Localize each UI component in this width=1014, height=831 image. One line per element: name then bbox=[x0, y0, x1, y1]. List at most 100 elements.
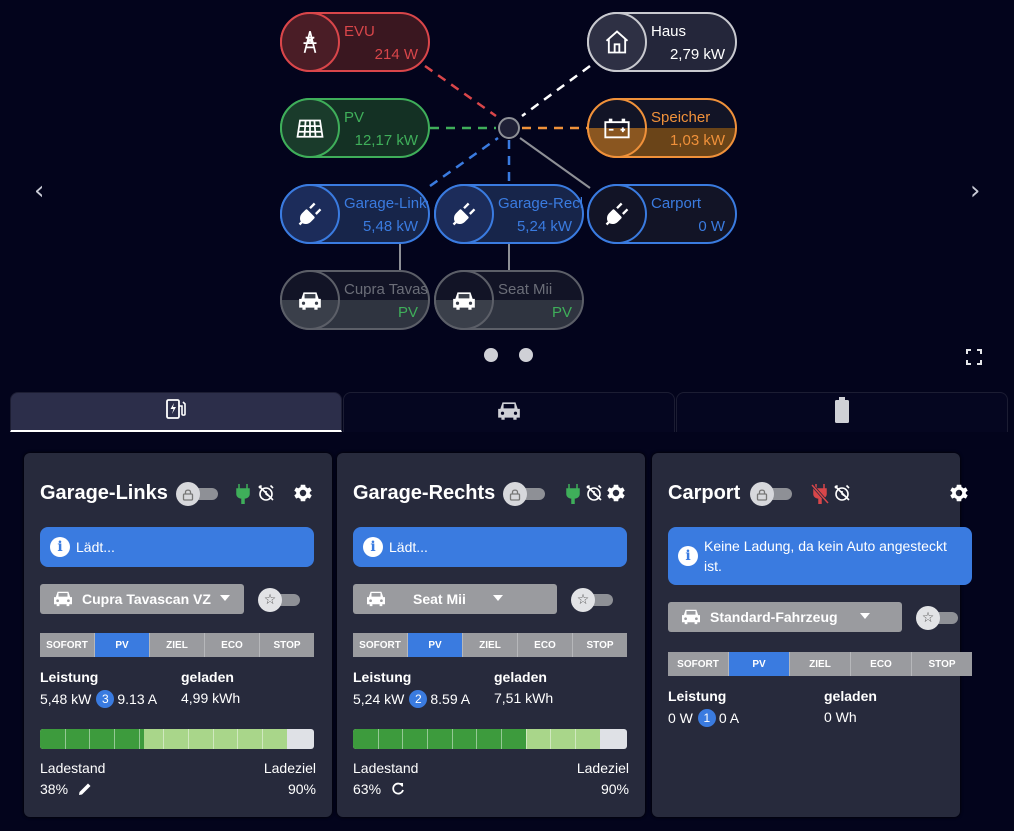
solar-panel-icon bbox=[280, 98, 340, 158]
mode-button-stop[interactable]: STOP bbox=[260, 633, 314, 657]
carousel-prev-arrow-icon[interactable]: ‹ bbox=[34, 176, 45, 206]
carousel-next-arrow-icon[interactable]: › bbox=[970, 176, 981, 206]
favorite-toggle[interactable]: ☆ bbox=[571, 588, 615, 612]
lock-toggle[interactable] bbox=[503, 482, 547, 506]
vehicle-select[interactable]: Cupra Tavascan VZ bbox=[40, 584, 244, 614]
carousel-dot-1[interactable] bbox=[484, 348, 498, 362]
car-icon bbox=[365, 589, 387, 610]
mode-button-sofort[interactable]: SOFORT bbox=[668, 652, 729, 676]
soc-progress-bar bbox=[353, 729, 627, 749]
soc-text: 63% bbox=[353, 781, 382, 797]
mode-button-eco[interactable]: ECO bbox=[851, 652, 912, 676]
power-value: 0 W 1 0 A bbox=[668, 709, 739, 727]
mode-button-eco[interactable]: ECO bbox=[205, 633, 260, 657]
geladen-label: geladen bbox=[181, 669, 234, 685]
refresh-icon[interactable] bbox=[391, 782, 405, 796]
lock-toggle[interactable] bbox=[750, 482, 794, 506]
flow-node-vehicle-cupra[interactable]: Cupra Tavascan VZ PV bbox=[280, 270, 430, 330]
ladeziel-label: Ladeziel bbox=[263, 760, 316, 776]
vehicle-name: Cupra Tavascan VZ bbox=[82, 591, 211, 607]
charged-energy: 7,51 kWh bbox=[494, 690, 554, 706]
status-info-box: i Keine Ladung, da kein Auto angesteckt … bbox=[668, 527, 972, 585]
flow-node-speicher[interactable]: Speicher 1,03 kW bbox=[587, 98, 737, 158]
lock-icon bbox=[503, 482, 527, 506]
flow-node-value: PV bbox=[397, 304, 418, 321]
mode-button-ziel[interactable]: ZIEL bbox=[463, 633, 518, 657]
flow-node-haus[interactable]: Haus 2,79 kW bbox=[587, 12, 737, 72]
target-value: 90% bbox=[287, 781, 316, 797]
bar-segment-divider bbox=[526, 729, 527, 749]
mode-button-pv[interactable]: PV bbox=[95, 633, 150, 657]
charge-mode-selector: SOFORT PV ZIEL ECO STOP bbox=[40, 633, 314, 657]
card-title: Carport bbox=[668, 482, 741, 504]
ev-plug-icon bbox=[280, 184, 340, 244]
flow-node-name: Cupra Tavascan VZ bbox=[344, 281, 428, 298]
mode-button-eco[interactable]: ECO bbox=[518, 633, 573, 657]
ev-plug-icon bbox=[434, 184, 494, 244]
flow-node-garage-links[interactable]: Garage-Links 5,48 kW bbox=[280, 184, 430, 244]
flow-node-evu[interactable]: EVU 214 W bbox=[280, 12, 430, 72]
status-info-box: i Lädt... bbox=[353, 527, 627, 567]
flow-lines bbox=[399, 64, 591, 270]
mode-button-sofort[interactable]: SOFORT bbox=[40, 633, 95, 657]
bar-segment-divider bbox=[575, 729, 576, 749]
bar-segment-divider bbox=[262, 729, 263, 749]
geladen-label: geladen bbox=[824, 688, 877, 704]
tab-battery[interactable] bbox=[676, 392, 1008, 432]
charge-point-card-carport: Carport i Keine Ladung, da kein Auto ang… bbox=[652, 453, 972, 817]
bar-segment-divider bbox=[402, 729, 403, 749]
charge-mode-selector: SOFORT PV ZIEL ECO STOP bbox=[353, 633, 627, 657]
charge-point-card-garage-links: Garage-Links i Lädt... Cupra Tavascan VZ… bbox=[24, 453, 332, 817]
power-text: 5,24 kW bbox=[353, 691, 405, 707]
flow-node-pv[interactable]: PV 12,17 kW bbox=[280, 98, 430, 158]
flow-node-value: 1,03 kW bbox=[669, 132, 725, 149]
vehicle-select[interactable]: Standard-Fahrzeug bbox=[668, 602, 902, 632]
flow-node-garage-rechts[interactable]: Garage-Rechts 5,24 kW bbox=[434, 184, 584, 244]
carousel-dot-2[interactable] bbox=[519, 348, 533, 362]
target-value: 90% bbox=[600, 781, 629, 797]
settings-gear-icon[interactable] bbox=[948, 482, 970, 509]
tab-vehicles[interactable] bbox=[343, 392, 675, 432]
flow-node-carport[interactable]: Carport 0 W bbox=[587, 184, 737, 244]
current-text: 9.13 A bbox=[117, 691, 158, 707]
vehicle-select[interactable]: Seat Mii bbox=[353, 584, 557, 614]
mode-button-sofort[interactable]: SOFORT bbox=[353, 633, 408, 657]
car-icon bbox=[680, 607, 702, 628]
flow-node-value: 2,79 kW bbox=[669, 46, 725, 63]
leistung-label: Leistung bbox=[353, 669, 412, 685]
bar-segment-divider bbox=[139, 729, 140, 749]
flow-node-vehicle-seat-mii[interactable]: Seat Mii PV bbox=[434, 270, 584, 330]
settings-gear-icon[interactable] bbox=[292, 482, 314, 509]
tab-charging-points[interactable] bbox=[10, 392, 342, 432]
mode-button-ziel[interactable]: ZIEL bbox=[150, 633, 205, 657]
mode-button-pv[interactable]: PV bbox=[408, 633, 463, 657]
alarm-off-icon bbox=[833, 484, 851, 507]
mode-button-stop[interactable]: STOP bbox=[912, 652, 972, 676]
ladestand-label: Ladestand bbox=[353, 760, 419, 776]
favorite-toggle[interactable]: ☆ bbox=[916, 606, 960, 630]
fullscreen-icon[interactable] bbox=[966, 349, 982, 370]
flow-node-name: Garage-Links bbox=[344, 195, 428, 212]
bar-segment-divider bbox=[89, 729, 90, 749]
edit-pencil-icon[interactable] bbox=[78, 782, 92, 796]
status-text: Lädt... bbox=[389, 539, 428, 555]
phases-badge: 3 bbox=[96, 690, 115, 708]
power-pylon-icon bbox=[280, 12, 340, 72]
flow-node-value: 214 W bbox=[374, 46, 418, 63]
current-text: 8.59 A bbox=[430, 691, 471, 707]
plug-connected-icon bbox=[236, 484, 250, 509]
mode-button-pv[interactable]: PV bbox=[729, 652, 790, 676]
star-icon: ☆ bbox=[258, 588, 282, 612]
mode-button-ziel[interactable]: ZIEL bbox=[790, 652, 851, 676]
flow-node-name: PV bbox=[344, 109, 365, 126]
power-value: 5,48 kW 3 9.13 A bbox=[40, 690, 157, 708]
flow-node-name: EVU bbox=[344, 23, 375, 40]
settings-gear-icon[interactable] bbox=[605, 482, 627, 509]
chevron-down-icon bbox=[860, 613, 870, 619]
mode-button-stop[interactable]: STOP bbox=[573, 633, 627, 657]
bar-segment-divider bbox=[188, 729, 189, 749]
bar-segment-divider bbox=[452, 729, 453, 749]
favorite-toggle[interactable]: ☆ bbox=[258, 588, 302, 612]
bar-segment-divider bbox=[427, 729, 428, 749]
lock-toggle[interactable] bbox=[176, 482, 220, 506]
